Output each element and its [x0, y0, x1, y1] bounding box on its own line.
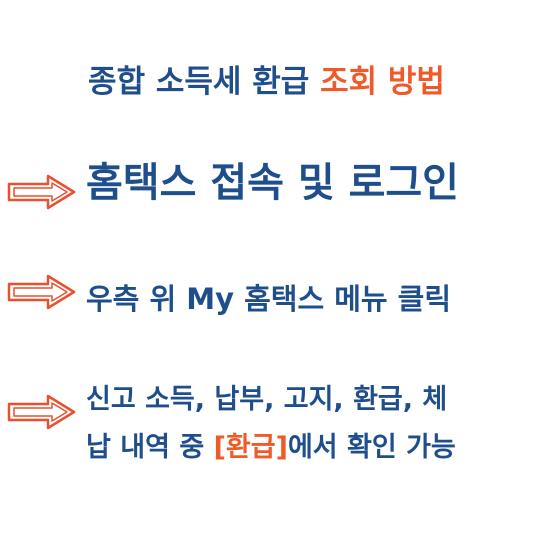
- right-arrow-icon: [7, 174, 76, 210]
- title-part-1: 종합 소득세 환급: [88, 64, 321, 100]
- right-arrow-icon: [7, 394, 76, 430]
- step-3-line-2-pre: 납 내역 중: [86, 432, 214, 463]
- step-3-line-1: 신고 소득, 납부, 고지, 환급, 체: [86, 384, 448, 415]
- page-title: 종합 소득세 환급 조회 방법: [0, 56, 533, 101]
- step-3-line-2-post: 에서 확인 가능: [287, 432, 456, 463]
- right-arrow-icon: [7, 274, 76, 310]
- refund-highlight: [환급]: [213, 432, 288, 463]
- step-2-text: 우측 위 My 홈택스 메뉴 클릭: [86, 282, 452, 316]
- step-3-line-2: 납 내역 중 [환급]에서 확인 가능: [86, 424, 456, 472]
- step-1-text: 홈택스 접속 및 로그인: [86, 160, 459, 206]
- step-3-text: 신고 소득, 납부, 고지, 환급, 체 납 내역 중 [환급]에서 확인 가능: [86, 376, 456, 472]
- title-part-2: 조회 방법: [320, 64, 445, 100]
